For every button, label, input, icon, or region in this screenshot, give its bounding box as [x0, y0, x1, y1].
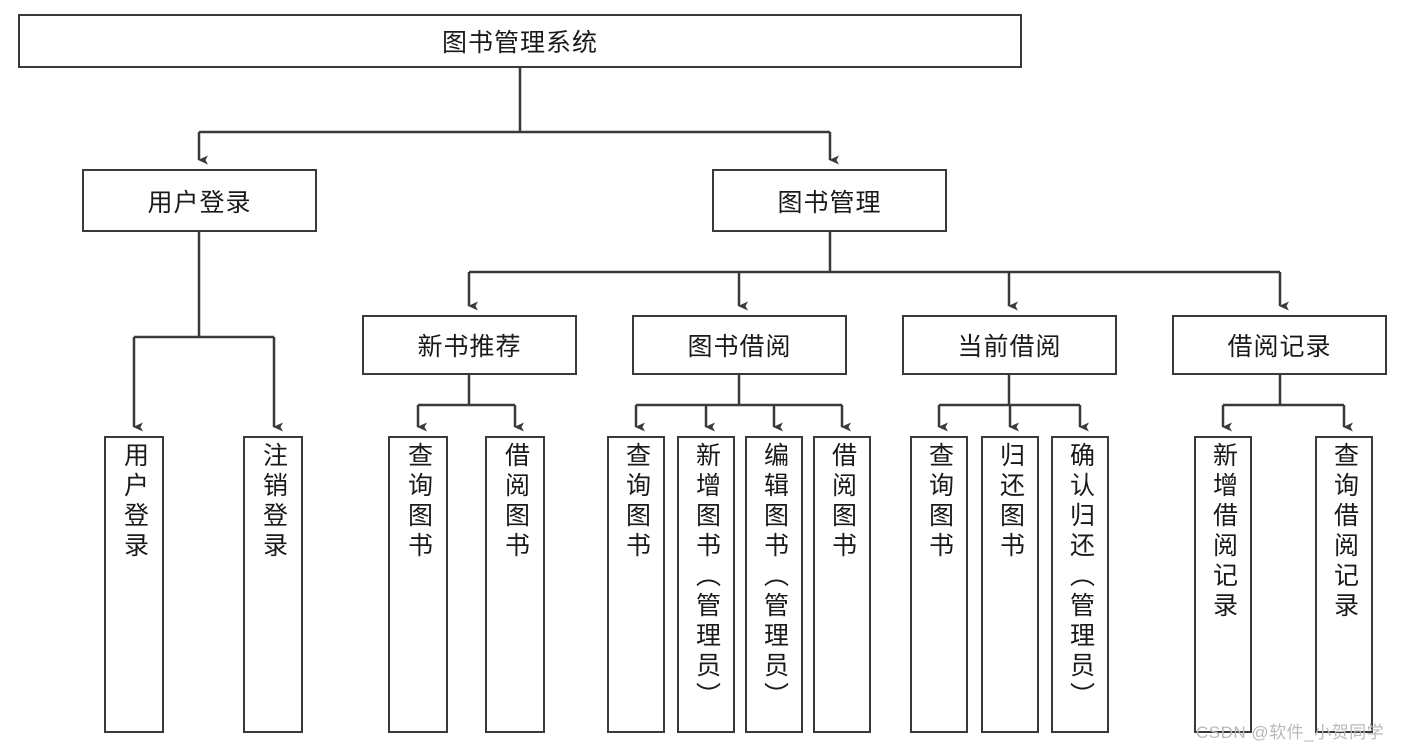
node-root-label: 图书管理系统: [441, 29, 598, 57]
csdn-watermark: CSDN @软件_小贺同学: [1196, 723, 1385, 742]
node-leaf-query-record[interactable]: 查询借阅记录: [1315, 436, 1373, 733]
node-leaf-query-book-3-label: 查询图书: [925, 442, 954, 562]
node-leaf-add-book[interactable]: 新增图书（管理员）: [677, 436, 735, 733]
node-leaf-edit-book[interactable]: 编辑图书（管理员）: [745, 436, 803, 733]
node-leaf-return-book-label: 归还图书: [996, 442, 1025, 562]
node-leaf-add-book-label: 新增图书（管理员）: [692, 442, 721, 712]
node-leaf-borrow-book-1[interactable]: 借阅图书: [485, 436, 545, 733]
node-root[interactable]: 图书管理系统: [18, 14, 1022, 68]
node-borrow-record-label: 借阅记录: [1227, 333, 1332, 361]
node-leaf-edit-book-label: 编辑图书（管理员）: [760, 442, 789, 712]
node-new-book-rec[interactable]: 新书推荐: [362, 315, 577, 375]
node-book-manage-label: 图书管理: [777, 188, 882, 217]
node-book-borrow-label: 图书借阅: [687, 333, 792, 361]
node-leaf-borrow-book-2[interactable]: 借阅图书: [813, 436, 871, 733]
node-leaf-query-book-1[interactable]: 查询图书: [388, 436, 448, 733]
node-current-borrow-label: 当前借阅: [957, 333, 1062, 361]
node-leaf-confirm-return-label: 确认归还（管理员）: [1066, 442, 1095, 712]
node-leaf-user-login-label: 用户登录: [120, 442, 149, 562]
node-leaf-add-record-label: 新增借阅记录: [1209, 442, 1238, 622]
node-borrow-record[interactable]: 借阅记录: [1172, 315, 1387, 375]
node-current-borrow[interactable]: 当前借阅: [902, 315, 1117, 375]
node-user-login-label: 用户登录: [147, 188, 252, 217]
node-user-login[interactable]: 用户登录: [82, 169, 317, 232]
node-leaf-query-book-1-label: 查询图书: [404, 442, 433, 562]
node-leaf-return-book[interactable]: 归还图书: [981, 436, 1039, 733]
node-leaf-user-logout[interactable]: 注销登录: [243, 436, 303, 733]
node-leaf-user-login[interactable]: 用户登录: [104, 436, 164, 733]
node-leaf-query-book-2-label: 查询图书: [622, 442, 651, 562]
node-leaf-query-book-2[interactable]: 查询图书: [607, 436, 665, 733]
node-book-borrow[interactable]: 图书借阅: [632, 315, 847, 375]
node-leaf-confirm-return[interactable]: 确认归还（管理员）: [1051, 436, 1109, 733]
node-leaf-borrow-book-2-label: 借阅图书: [828, 442, 857, 562]
node-book-manage[interactable]: 图书管理: [712, 169, 947, 232]
node-leaf-query-record-label: 查询借阅记录: [1330, 442, 1359, 622]
node-leaf-user-logout-label: 注销登录: [259, 442, 288, 562]
node-leaf-borrow-book-1-label: 借阅图书: [501, 442, 530, 562]
node-leaf-query-book-3[interactable]: 查询图书: [910, 436, 968, 733]
node-new-book-rec-label: 新书推荐: [417, 333, 522, 361]
node-leaf-add-record[interactable]: 新增借阅记录: [1194, 436, 1252, 733]
